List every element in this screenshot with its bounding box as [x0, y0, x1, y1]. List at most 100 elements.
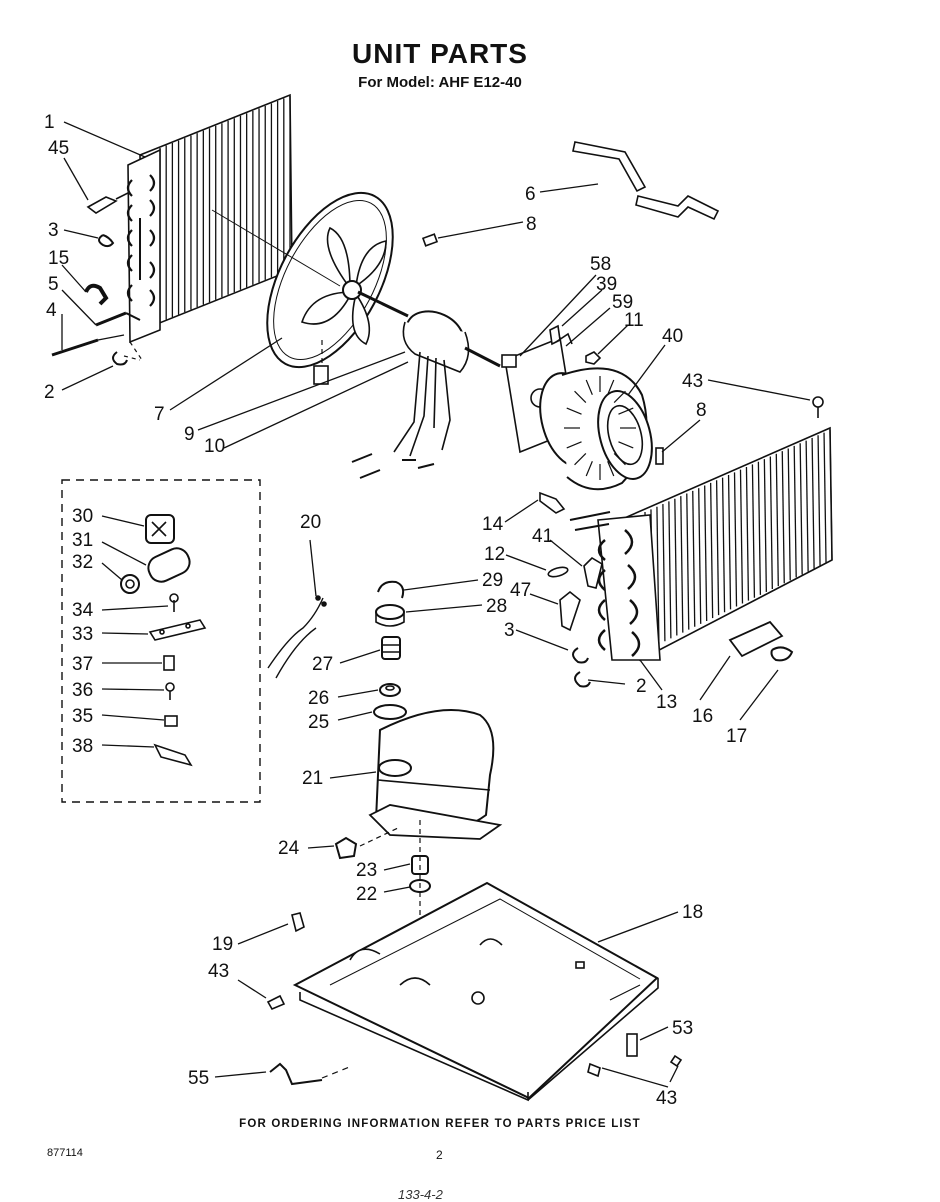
callout-59: 59	[612, 292, 633, 313]
callout-41: 41	[532, 526, 553, 547]
callout-15: 15	[48, 248, 69, 269]
nut-24	[334, 836, 358, 860]
callout-13: 13	[656, 692, 677, 713]
fitting-45	[86, 192, 129, 214]
tube-assembly-6	[572, 141, 720, 221]
callout-43: 43	[656, 1088, 677, 1109]
terminal-boot-28	[375, 604, 405, 627]
condenser-fins	[159, 96, 291, 322]
screw-43-bottom-right-b	[587, 1062, 601, 1078]
callout-36: 36	[72, 680, 93, 701]
callout-8: 8	[526, 214, 537, 235]
set-screw-8-top	[421, 233, 439, 247]
handwritten-note: 133-4-2	[398, 1187, 443, 1202]
ordering-note: FOR ORDERING INFORMATION REFER TO PARTS …	[239, 1118, 641, 1130]
gasket-25	[373, 704, 407, 720]
page-number: 2	[436, 1148, 443, 1162]
callout-29: 29	[482, 570, 503, 591]
tube-41	[583, 556, 603, 589]
electrical-components-box	[61, 479, 261, 803]
fan-blade-7	[211, 191, 394, 369]
clip-2-right	[574, 671, 591, 688]
callout-58: 58	[590, 254, 611, 275]
callout-40: 40	[662, 326, 683, 347]
callout-22: 22	[356, 884, 377, 905]
callout-2: 2	[44, 382, 55, 403]
blower-wheel-40	[539, 367, 653, 491]
callout-labels: 1 45 3 15 5 4 2 7 9 10 8 6 58 39 59 11 4…	[44, 112, 747, 1109]
callout-21: 21	[302, 768, 323, 789]
callout-9: 9	[184, 424, 195, 445]
callout-6: 6	[525, 184, 536, 205]
terminal-cover-29	[377, 580, 405, 599]
clip-14	[539, 491, 566, 514]
callout-45: 45	[48, 138, 69, 159]
callout-5: 5	[48, 274, 59, 295]
screw-43-top-right	[812, 396, 824, 418]
clip-2-left	[112, 341, 143, 366]
bracket-55	[269, 1062, 353, 1086]
tube-47	[559, 590, 581, 632]
callout-10: 10	[204, 436, 225, 457]
callout-19: 19	[212, 934, 233, 955]
callout-34: 34	[72, 600, 94, 621]
condenser-coil-left	[126, 93, 293, 344]
callout-1: 1	[44, 112, 55, 133]
callout-14: 14	[482, 514, 504, 535]
tube-4	[51, 334, 125, 357]
screw-34	[169, 593, 179, 612]
callout-12: 12	[484, 544, 505, 565]
callout-28: 28	[486, 596, 507, 617]
callout-2: 2	[636, 676, 647, 697]
nut-35	[164, 715, 178, 727]
callout-18: 18	[682, 902, 703, 923]
drain-pan-16	[728, 620, 784, 658]
callout-23: 23	[356, 860, 377, 881]
callout-32: 32	[72, 552, 93, 573]
evaporator-coil-13	[569, 426, 833, 662]
callout-55: 55	[188, 1068, 209, 1089]
terminal-38	[153, 743, 193, 767]
callout-43: 43	[682, 371, 703, 392]
tube-5	[95, 311, 141, 327]
callout-27: 27	[312, 654, 333, 675]
clip-37	[163, 655, 175, 671]
callout-26: 26	[308, 688, 329, 709]
callout-39: 39	[596, 274, 617, 295]
callout-53: 53	[672, 1018, 693, 1039]
wire-harness-20	[267, 595, 327, 679]
cap-boot-32	[120, 574, 140, 594]
callout-25: 25	[308, 712, 329, 733]
model-subtitle: For Model: AHF E12-40	[358, 74, 522, 91]
callout-4: 4	[46, 300, 57, 321]
callout-11: 11	[624, 310, 644, 331]
callout-35: 35	[72, 706, 93, 727]
fan-motor-9	[351, 290, 501, 479]
callout-31: 31	[72, 530, 93, 551]
capacitor-31	[147, 547, 191, 583]
clamp-17	[770, 646, 794, 662]
callout-37: 37	[72, 654, 93, 675]
callout-17: 17	[726, 726, 747, 747]
callout-24: 24	[278, 838, 300, 859]
set-screw-8-right	[655, 447, 664, 465]
callout-33: 33	[72, 624, 93, 645]
screw-36	[165, 682, 175, 700]
callout-38: 38	[72, 736, 93, 757]
document-number: 877114	[47, 1147, 83, 1159]
callout-3: 3	[48, 220, 59, 241]
leader-lines	[61, 121, 811, 1088]
base-pan-18	[292, 881, 659, 1102]
callout-7: 7	[154, 404, 165, 425]
compressor-21	[368, 709, 503, 840]
callout-8: 8	[696, 400, 707, 421]
callout-43: 43	[208, 961, 229, 982]
bracket-53	[626, 1033, 638, 1057]
elbow-15	[84, 283, 109, 306]
clip-12	[547, 566, 569, 578]
screw-43-bottom-left	[266, 994, 286, 1011]
page-title: UNIT PARTS	[352, 38, 528, 69]
bracket-33	[148, 619, 207, 641]
grommet-26	[379, 683, 401, 697]
